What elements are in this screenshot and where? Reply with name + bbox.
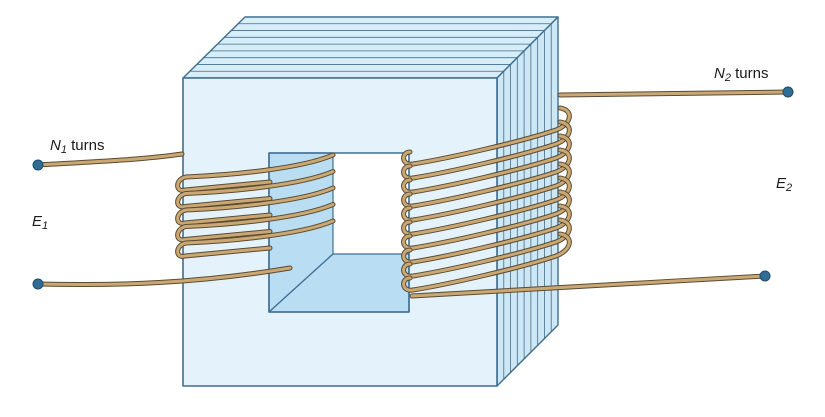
primary-coil-turn [176,153,335,192]
secondary-emf-subscript: 2 [786,182,793,194]
secondary-coil-turn [402,120,571,180]
primary-winding [35,151,336,288]
primary-emf-label: E1 [32,214,48,232]
secondary-coil-turn [402,218,571,278]
primary-turns-label: N1 turns [50,138,105,156]
secondary-coil-turn [402,190,571,250]
primary-coil-turn [176,203,335,242]
secondary-turns-subscript: 2 [724,72,731,84]
primary-coil-turn [176,186,335,225]
primary-coil-turn [176,219,335,258]
primary-lead-bottom [36,266,292,287]
primary-turns-symbol: N [50,137,61,154]
secondary-turns-text: turns [735,65,769,82]
secondary-lead-bottom [410,274,767,298]
secondary-winding [401,89,791,299]
terminal-dot [32,278,44,290]
secondary-coil-turn [402,162,571,222]
terminal-dot [782,86,794,98]
secondary-coil-turn [402,204,571,264]
secondary-coil-turn [402,134,571,194]
primary-turns-subscript: 1 [60,144,67,156]
primary-emf-subscript: 1 [42,220,49,232]
terminal-dot [759,270,771,282]
core-top-face [182,16,559,79]
secondary-coil-turn [402,176,571,236]
primary-lead-top [36,152,184,167]
secondary-turns-label: N2 turns [714,66,769,84]
primary-coil-turn [176,170,335,209]
secondary-emf-label: E2 [776,176,792,194]
secondary-coil-turn [402,148,571,208]
secondary-turns-symbol: N [714,65,725,82]
primary-emf-symbol: E [32,213,43,230]
secondary-lead-top [558,90,790,97]
secondary-coil-turn [402,106,571,166]
primary-turns-text: turns [71,137,105,154]
core-laminations [189,23,552,380]
terminals [32,86,794,290]
secondary-emf-symbol: E [776,175,787,192]
terminal-dot [32,159,44,171]
secondary-coil-turn [402,232,571,292]
